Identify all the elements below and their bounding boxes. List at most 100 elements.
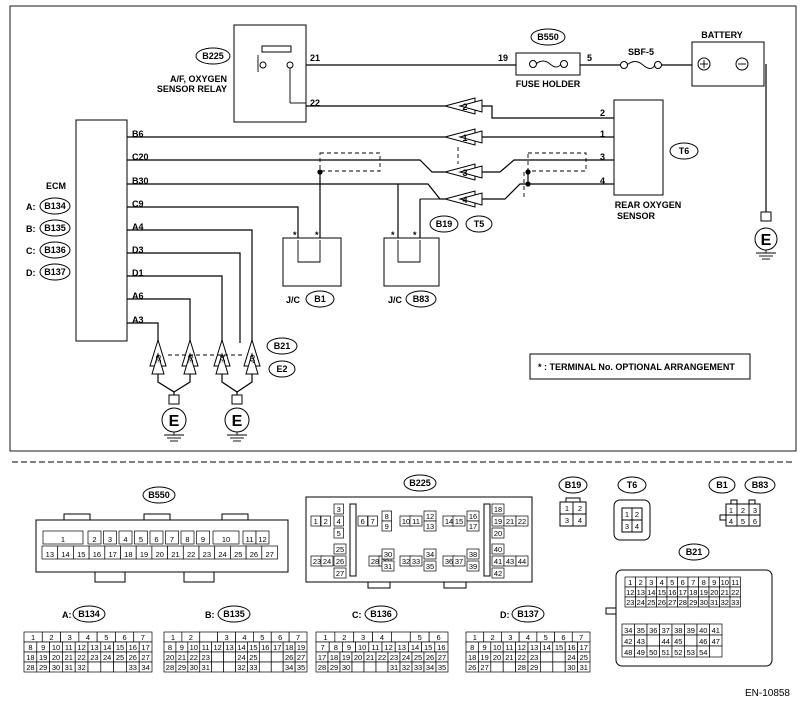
view-t6: 1 2 3 4 [613, 499, 651, 541]
pin-label: 8 [385, 512, 389, 521]
pin-label: 10 [222, 535, 230, 544]
pin-cell [466, 548, 480, 560]
pin-label: 17 [679, 588, 687, 597]
pin-cell [180, 530, 195, 545]
pin-cell [351, 661, 365, 673]
pin-cell [196, 530, 210, 545]
pin-label: 9 [385, 522, 389, 531]
pin-label: 28 [679, 598, 687, 607]
pin-label: 46 [699, 637, 707, 646]
relay-name-line2: SENSOR RELAY [157, 84, 227, 94]
view-b134-code: B134 [78, 609, 100, 619]
sensor-code: T6 [679, 146, 690, 156]
pin-label: 30 [52, 663, 60, 672]
pin-cell [357, 515, 368, 527]
connector-e2-code: E2 [276, 364, 287, 374]
pin-label: 50 [649, 648, 657, 657]
pin-label: 53 [687, 648, 695, 657]
pin-label: 16 [261, 643, 269, 652]
pin-cell [100, 661, 114, 673]
pin-label: 5 [260, 633, 264, 642]
pin-cell [491, 543, 505, 555]
pin-label: 4 [242, 633, 246, 642]
pin-label: 24 [237, 653, 245, 662]
pin-label: 30 [700, 598, 708, 607]
pin-label: 10 [190, 643, 198, 652]
svg-text:D1: D1 [132, 268, 144, 278]
pin-cell [333, 543, 347, 555]
pin-label: 19 [342, 653, 350, 662]
pin-cell [367, 515, 378, 527]
pin-label: 31 [580, 663, 588, 672]
pin-cell [540, 661, 554, 673]
pin-label: 3 [68, 633, 72, 642]
pin-label: 5 [139, 535, 143, 544]
pin-label: 26 [129, 653, 137, 662]
pin-label: 7 [579, 633, 583, 642]
pin-label: 31 [390, 663, 398, 672]
note-box [529, 353, 751, 380]
wire-b30 [127, 183, 445, 200]
pin-label: 11 [412, 517, 420, 526]
pin-label: 22 [518, 653, 526, 662]
pin-label: 11 [65, 643, 73, 652]
pin-label: 13 [426, 522, 434, 531]
pin-label: 28 [371, 557, 379, 566]
pin-label: 5 [337, 529, 341, 538]
view-b19-code: B19 [565, 480, 582, 490]
pin-label: 19 [700, 588, 708, 597]
pin-label: 8 [168, 643, 172, 652]
pin-label: 24 [637, 598, 645, 607]
pin-cell [149, 530, 164, 545]
pin-label: 41 [712, 626, 720, 635]
relay-name-line1: A/F, OXYGEN [170, 74, 227, 84]
pin-label: 23 [202, 653, 210, 662]
pin-label: 1 [473, 633, 477, 642]
pin-label: 31 [384, 562, 392, 571]
pin-label: 3 [224, 633, 228, 642]
pin-label: 27 [668, 598, 676, 607]
pin-label: 8 [185, 535, 189, 544]
pin-label: 15 [658, 588, 666, 597]
pin-label: 7 [296, 633, 300, 642]
pin-label: 21 [171, 550, 179, 559]
pin-label: 6 [122, 633, 126, 642]
pin-label: 15 [77, 550, 85, 559]
pin-label: 21 [178, 653, 186, 662]
pin-label: 33 [249, 663, 257, 672]
svg-text:A6: A6 [132, 291, 144, 301]
svg-text:34: 34 [218, 355, 227, 363]
pin-label: 28 [518, 663, 526, 672]
pin-label: 13 [225, 643, 233, 652]
pin-cell [646, 634, 660, 647]
pin-label: 30 [384, 550, 392, 559]
pin-label: 1 [314, 517, 318, 526]
svg-text:2: 2 [578, 504, 582, 513]
pin-label: 39 [687, 626, 695, 635]
pin-label: 25 [116, 653, 124, 662]
pin-cell [423, 560, 437, 572]
fuse-holder-code: B550 [537, 32, 559, 42]
pin-label: 22 [187, 550, 195, 559]
pin-label: 16 [93, 550, 101, 559]
svg-text:C20: C20 [132, 152, 149, 162]
pin-cell [490, 661, 504, 673]
pin-label: 5 [104, 633, 108, 642]
sensor-pin-4: 4 [600, 176, 605, 186]
pin-cell [381, 548, 395, 560]
ground-connector-b21-e2: 35 36 34 40 [149, 338, 261, 375]
svg-text:4: 4 [635, 522, 639, 531]
pin-label: 23 [530, 653, 538, 662]
pin-label: 26 [285, 653, 293, 662]
pin-label: 7 [321, 643, 325, 652]
relay-code: B225 [202, 51, 224, 61]
pin-label: 1 [31, 633, 35, 642]
ecm-connector-b134: B134 [44, 201, 66, 211]
pin-label: 26 [336, 557, 344, 566]
pin-label: 23 [203, 550, 211, 559]
svg-text:36: 36 [186, 355, 195, 363]
pin-label: 31 [710, 598, 718, 607]
pin-label: 27 [336, 569, 344, 578]
pin-label: 24 [218, 550, 226, 559]
pin-label: 21 [65, 653, 73, 662]
